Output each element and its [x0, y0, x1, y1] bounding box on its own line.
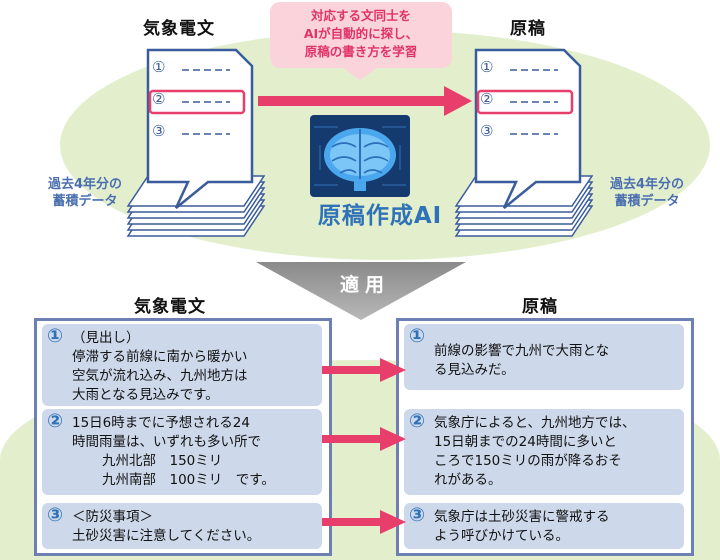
item-line: 15日6時までに予想される24 — [72, 415, 250, 431]
bottom-right-title: 原稿 — [522, 297, 558, 317]
item-text: 気象庁は土砂災害に警戒する よう呼びかけている。 — [434, 508, 678, 546]
weather-item-1: ① （見出し） 停滞する前線に南から暖かい 空気が流れ込み、九州地方は 大雨とな… — [42, 324, 322, 406]
item-line: れがある。 — [434, 472, 502, 488]
item-line: 大雨となる見込みです。 — [72, 387, 219, 403]
apply-arrow — [256, 262, 466, 320]
item-line: ころで150ミリの雨が降るおそ — [434, 453, 622, 469]
learn-arrow — [258, 86, 472, 116]
item-line: 空気が流れ込み、九州地方は — [72, 368, 248, 384]
manuscript-item-3: ③ 気象庁は土砂災害に警戒する よう呼びかけている。 — [404, 503, 684, 549]
doc-marker: ② — [480, 90, 494, 108]
apply-label: 適用 — [339, 274, 390, 296]
item-text: 前線の影響で九州で大雨とな る見込みだ。 — [434, 342, 678, 380]
note-line: 蓄積データ — [52, 194, 118, 209]
doc-marker: ① — [480, 58, 494, 76]
item-line: 気象庁によると、九州地方では、 — [434, 415, 636, 431]
item-line: 土砂災害に注意してください。 — [72, 528, 261, 544]
manuscript-docs-stack-icon — [454, 48, 594, 237]
item-text: 15日6時までに予想される24 時間雨量は、いずれも多い所で 九州北部 150ミ… — [72, 414, 316, 490]
ai-system-label: 原稿作成AI — [317, 203, 443, 229]
item-line: 時間雨量は、いずれも多い所で — [72, 434, 261, 450]
top-left-title: 気象電文 — [143, 19, 215, 39]
brain-icon — [310, 115, 410, 197]
item-number: ② — [409, 410, 426, 432]
item-line: 停滞する前線に南から暖かい — [72, 349, 248, 365]
item-line: よう呼びかけている。 — [434, 528, 569, 544]
mapping-arrow-2 — [322, 427, 406, 451]
weather-item-3: ③ ＜防災事項＞ 土砂災害に注意してください。 — [42, 503, 322, 549]
doc-marker: ③ — [480, 122, 494, 140]
mapping-arrow-1 — [322, 358, 406, 382]
item-text: （見出し） 停滞する前線に南から暖かい 空気が流れ込み、九州地方は 大雨となる見… — [72, 329, 316, 405]
manuscript-item-2: ② 気象庁によると、九州地方では、 15日朝までの24時間に多いと ころで150… — [404, 409, 684, 495]
item-line: 気象庁は土砂災害に警戒する — [434, 509, 610, 525]
item-number: ③ — [47, 504, 64, 526]
bubble-tail — [340, 66, 380, 80]
item-line: 前線の影響で九州で大雨とな — [434, 343, 610, 359]
item-number: ③ — [409, 504, 426, 526]
item-line: 15日朝までの24時間に多いと — [434, 434, 617, 450]
item-line: （見出し） — [72, 330, 140, 346]
manuscript-item-1: ① 前線の影響で九州で大雨とな る見込みだ。 — [404, 324, 684, 390]
item-number: ① — [47, 325, 64, 347]
item-line: 九州南部 100ミリ です。 — [102, 472, 275, 488]
item-number: ② — [47, 410, 64, 432]
item-line: る見込みだ。 — [434, 362, 515, 378]
bubble-line: AIが自動的に探し、 — [303, 26, 419, 41]
weather-docs-stack-icon — [126, 48, 266, 237]
item-text: ＜防災事項＞ 土砂災害に注意してください。 — [72, 508, 316, 546]
item-number: ① — [409, 325, 426, 347]
doc-marker: ③ — [152, 122, 166, 140]
ai-explanation-bubble: 対応する文同士を AIが自動的に探し、 原稿の書き方を学習 — [270, 2, 452, 68]
note-line: 過去4年分の — [609, 177, 685, 192]
doc-marker: ① — [152, 58, 166, 76]
mapping-arrow-3 — [322, 510, 406, 534]
bubble-line: 原稿の書き方を学習 — [304, 44, 418, 59]
item-line: 九州北部 150ミリ — [102, 453, 223, 469]
doc-marker: ② — [152, 90, 166, 108]
note-line: 過去4年分の — [47, 177, 123, 192]
note-line: 蓄積データ — [614, 194, 680, 209]
bubble-line: 対応する文同士を — [310, 8, 411, 23]
item-line: ＜防災事項＞ — [72, 509, 153, 525]
item-text: 気象庁によると、九州地方では、 15日朝までの24時間に多いと ころで150ミリ… — [434, 414, 678, 490]
top-right-title: 原稿 — [510, 19, 546, 39]
bottom-left-title: 気象電文 — [134, 297, 206, 317]
right-archive-note: 過去4年分の 蓄積データ — [592, 176, 702, 210]
left-archive-note: 過去4年分の 蓄積データ — [30, 176, 140, 210]
weather-item-2: ② 15日6時までに予想される24 時間雨量は、いずれも多い所で 九州北部 15… — [42, 409, 322, 495]
